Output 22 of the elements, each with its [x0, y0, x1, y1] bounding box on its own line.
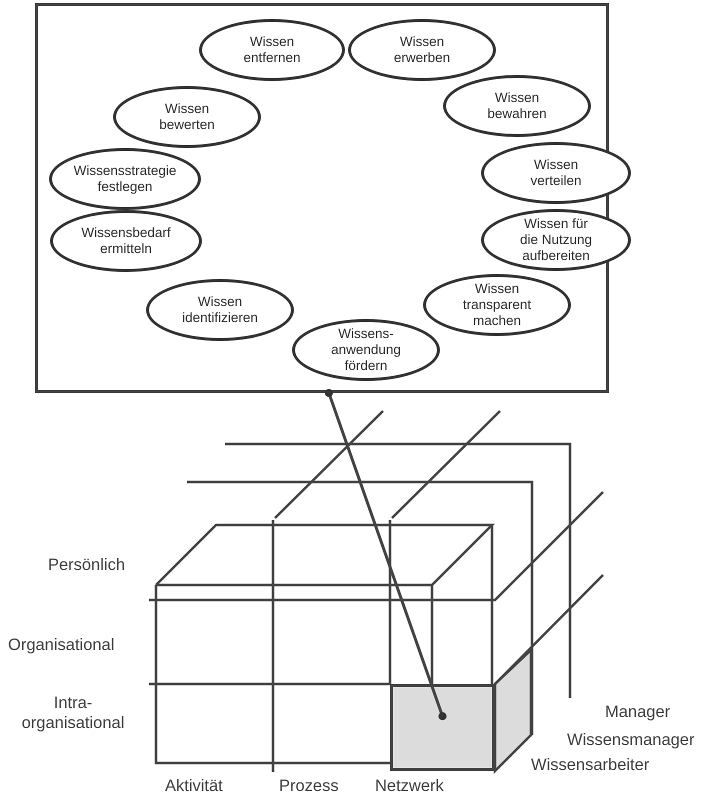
axis-label: Intra- organisational [20, 693, 126, 733]
leader-line [324, 388, 447, 720]
axis-label: Wissensarbeiter [531, 755, 650, 775]
step-label: Wissens- anwendung fördern [330, 326, 402, 374]
highlighted-cell [390, 684, 495, 771]
step-label: Wissen verteilen [529, 157, 583, 189]
axis-label: Wissensmanager [567, 730, 694, 750]
axis-label: Organisational [8, 635, 114, 655]
step-label: Wissensstrategie festlegen [72, 163, 178, 195]
step-label: Wissen transparent machen [462, 281, 532, 329]
step-label: Wissen bewerten [158, 101, 216, 133]
step-label: Wissen erwerben [392, 34, 452, 66]
step-label: Wissensbedarf ermitteln [80, 225, 172, 257]
step-label: Wissen identifizieren [181, 294, 259, 326]
axis-label: Persönlich [46, 555, 125, 575]
axis-label: Manager [605, 702, 670, 722]
axis-label: Aktivität [165, 776, 223, 796]
step-label: Wissen für die Nutzung aufbereiten [518, 216, 594, 264]
axis-label: Prozess [279, 776, 339, 796]
step-label: Wissen entfernen [242, 34, 302, 66]
step-label: Wissen bewahren [486, 90, 548, 122]
axis-label: Netzwerk [375, 776, 444, 796]
